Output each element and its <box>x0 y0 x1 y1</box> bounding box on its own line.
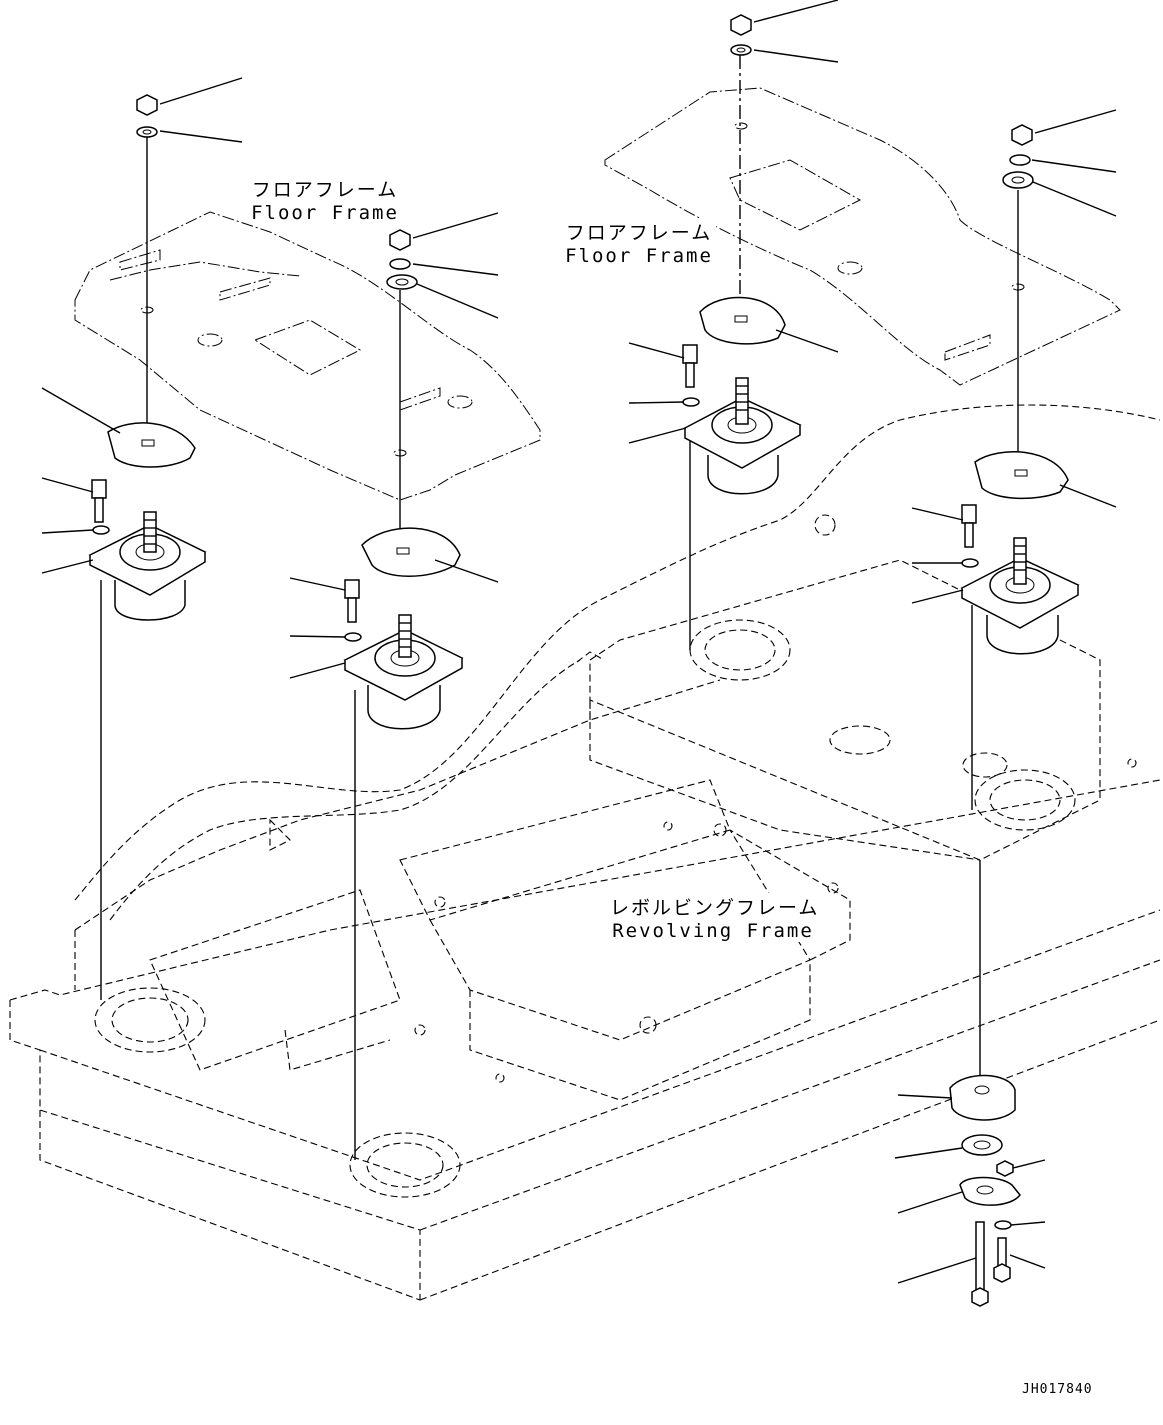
floor-frame-left-en: Floor Frame <box>251 202 399 224</box>
floor-frame-right-label: フロアフレーム Floor Frame <box>562 218 716 267</box>
drawing-code: JH017840 <box>1022 1382 1093 1397</box>
revolving-frame-en: Revolving Frame <box>612 920 814 942</box>
revolving-frame-jp: レボルビングフレーム <box>610 897 820 919</box>
mount-assembly-2 <box>343 229 464 730</box>
floor-frame-right-en: Floor Frame <box>565 245 713 267</box>
revolving-frame-label: レボルビングフレーム Revolving Frame <box>608 893 818 942</box>
assembly-centerlines <box>100 55 1019 1160</box>
floor-frame-right-jp: フロアフレーム <box>565 222 713 244</box>
floor-frame-left-jp: フロアフレーム <box>251 179 399 201</box>
lower-hardware-stack <box>949 1074 1021 1307</box>
mount-assembly-4 <box>960 124 1080 655</box>
floor-frame-left-label: フロアフレーム Floor Frame <box>248 175 402 224</box>
mount-assembly-3 <box>682 14 802 495</box>
revolving-frame-outline <box>9 404 1161 1301</box>
leader-lines <box>41 0 1117 1284</box>
mount-assembly-1 <box>88 94 207 621</box>
